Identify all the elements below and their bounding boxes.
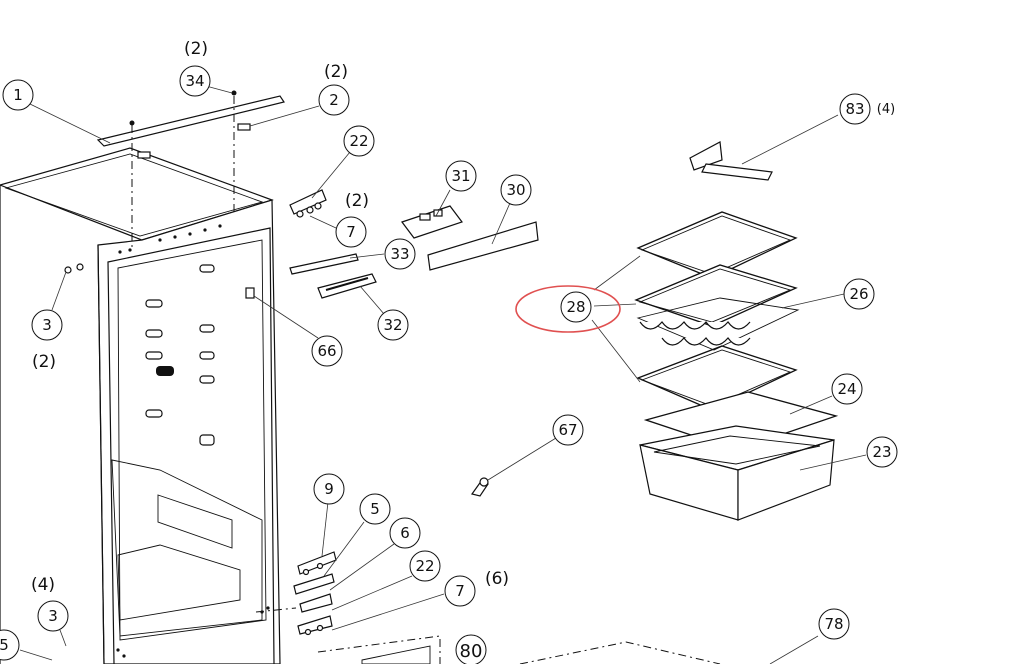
callout-label: 26 [849, 285, 868, 303]
callout-label: 5 [370, 500, 380, 518]
callout-label: 9 [324, 480, 334, 498]
callout-label: 80 [460, 641, 483, 662]
quantity-7-lower: (6) [485, 569, 509, 589]
hinge-22-upper [289, 189, 327, 218]
callout-5-corner: 5 [0, 629, 20, 661]
callout-6: 6 [389, 517, 421, 549]
callout-83: 83 [839, 93, 871, 125]
callout-2: 2 [318, 84, 350, 116]
callout-32: 32 [377, 309, 409, 341]
callout-label: 32 [383, 316, 402, 334]
quantity-3-lower: (4) [31, 575, 55, 595]
frame-holes [116, 224, 270, 658]
callout-label: 24 [837, 380, 856, 398]
callout-31: 31 [445, 160, 477, 192]
callout-label: 3 [48, 607, 58, 625]
top-rail [96, 90, 285, 250]
quantity-2: (2) [324, 62, 348, 82]
callout-24: 24 [831, 373, 863, 405]
callout-9: 9 [313, 473, 345, 505]
callout-5-hinge: 5 [359, 493, 391, 525]
callout-label: 7 [346, 223, 356, 241]
callout-3-upper: 3 [31, 309, 63, 341]
callout-30: 30 [500, 174, 532, 206]
bottom-box-80 [317, 635, 441, 664]
callout-66: 66 [311, 335, 343, 367]
dashed-outline-78 [519, 641, 721, 664]
callout-label: 7 [455, 582, 465, 600]
bracket-83 [689, 141, 773, 181]
callout-label: 2 [329, 91, 339, 109]
callout-3-lower: 3 [37, 600, 69, 632]
clip-67 [470, 477, 489, 497]
callout-label: 30 [506, 181, 525, 199]
control-board-31 [401, 205, 463, 239]
cover-strip-30 [427, 221, 539, 271]
callout-23: 23 [866, 436, 898, 468]
cabinet [0, 147, 281, 664]
lower-hinge-assembly [255, 551, 337, 636]
wine-rack-26 [636, 297, 800, 351]
callout-label: 23 [872, 443, 891, 461]
callout-33: 33 [384, 238, 416, 270]
glass-shelves [634, 211, 798, 411]
callout-label: 5 [0, 636, 9, 654]
callout-label: 22 [349, 132, 368, 150]
callout-22-upper: 22 [343, 125, 375, 157]
quantity-7-upper: (2) [345, 191, 369, 211]
callout-78: 78 [818, 608, 850, 640]
highlight-ellipse-28 [515, 285, 621, 333]
callout-label: 66 [317, 342, 336, 360]
callout-22-lower: 22 [409, 550, 441, 582]
callout-7-upper: 7 [335, 216, 367, 248]
callout-67: 67 [552, 414, 584, 446]
crisper-drawer-23 [639, 425, 835, 521]
callout-label: 22 [415, 557, 434, 575]
callout-label: 1 [13, 86, 23, 104]
leader-lines [19, 85, 867, 664]
callout-label: 83 [845, 100, 864, 118]
callout-26: 26 [843, 278, 875, 310]
callout-label: 31 [451, 167, 470, 185]
callout-label: 3 [42, 316, 52, 334]
shelf-supports [145, 264, 255, 446]
callout-label: 6 [400, 524, 410, 542]
vent-32 [317, 273, 377, 299]
callout-1: 1 [2, 79, 34, 111]
quantity-83: (4) [877, 102, 895, 117]
callout-label: 78 [824, 615, 843, 633]
callout-label: 33 [390, 245, 409, 263]
callout-28: 28 [560, 291, 592, 323]
callout-label: 28 [566, 298, 585, 316]
quantity-34: (2) [184, 39, 208, 59]
callout-34: 34 [179, 65, 211, 97]
strip-33 [289, 253, 359, 275]
quantity-3-upper: (2) [32, 352, 56, 372]
screws-3-upper [64, 263, 84, 274]
callout-label: 67 [558, 421, 577, 439]
callout-7-lower: 7 [444, 575, 476, 607]
callout-80: 80 [455, 634, 487, 664]
callout-label: 34 [185, 72, 204, 90]
